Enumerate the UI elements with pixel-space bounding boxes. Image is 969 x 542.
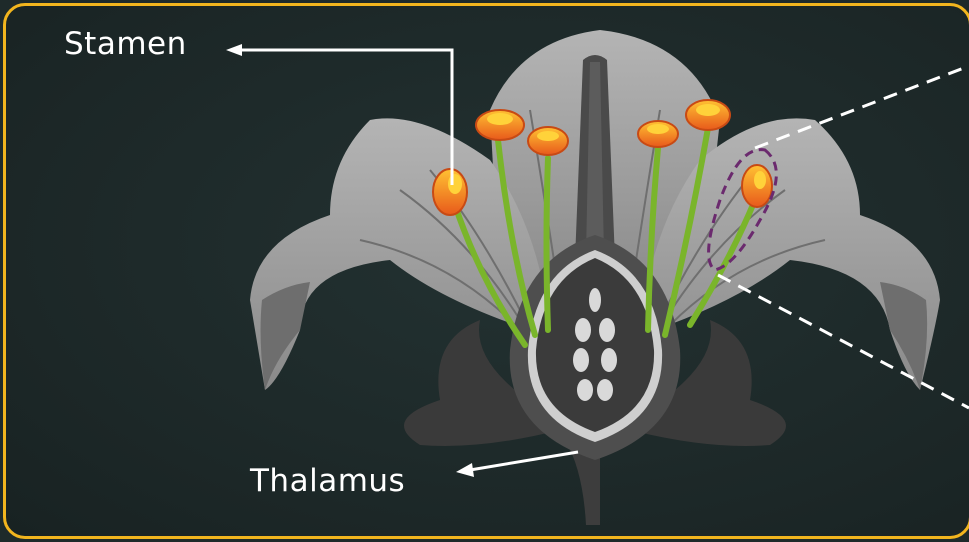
left-petal-shadow — [261, 282, 310, 390]
stamen-arrowhead — [226, 44, 242, 56]
thalamus-pointer — [470, 452, 578, 470]
anther — [433, 169, 467, 215]
thalamus-arrowhead — [456, 463, 474, 477]
thalamus-label: Thalamus — [250, 463, 405, 499]
stamen-label: Stamen — [64, 26, 187, 62]
